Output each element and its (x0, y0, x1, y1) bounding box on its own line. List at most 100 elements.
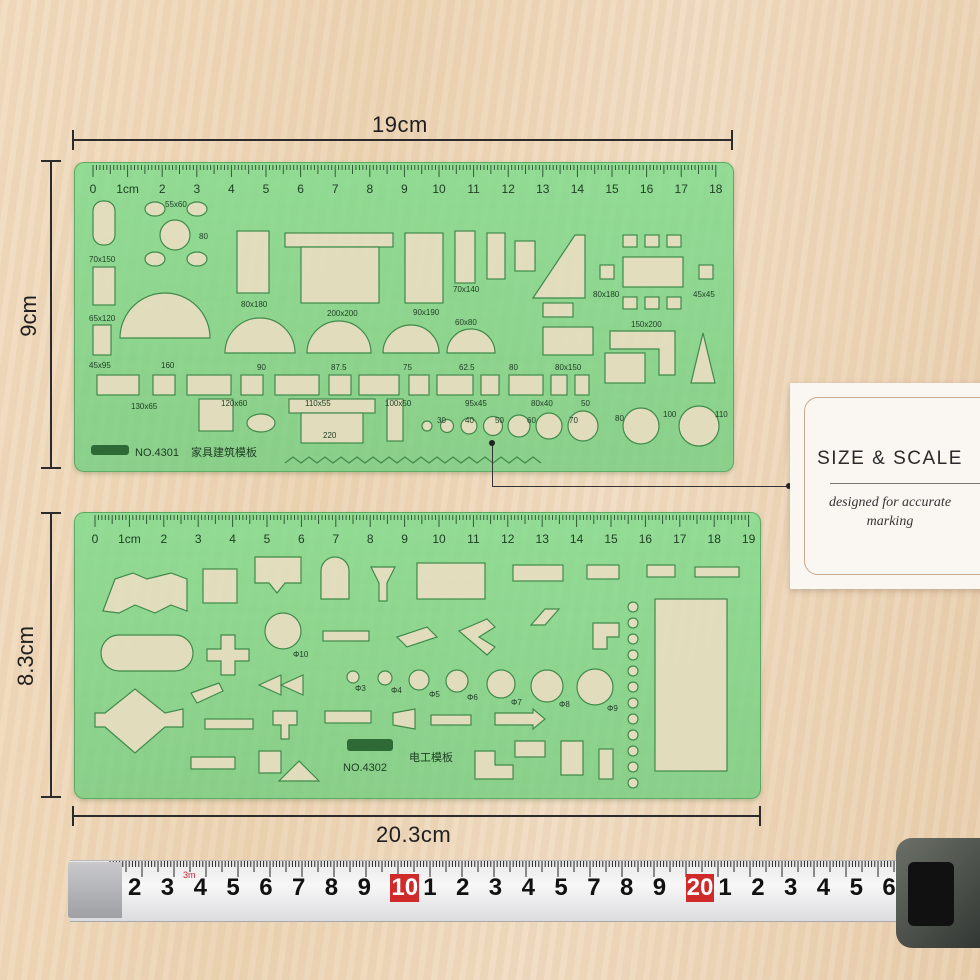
top-width-tick-left (72, 130, 74, 150)
label-110: 110 (715, 410, 728, 419)
callout-dot-end (786, 483, 792, 489)
label-80x180: 80x180 (241, 300, 268, 309)
label-160: 160 (161, 361, 175, 370)
card-divider (830, 483, 980, 484)
label-200x200: 200x200 (327, 309, 358, 318)
stencil-name: 家具建筑模板 (191, 445, 257, 459)
top-ruler-number: 0 (90, 182, 97, 196)
top-ruler-number: 11 (467, 182, 480, 196)
bottom-ruler-number: 18 (708, 532, 722, 546)
tape-number: 20 (685, 874, 715, 902)
label-40: 40 (465, 416, 474, 425)
tape-number: 10 (390, 874, 420, 902)
callout-line-horizontal (492, 486, 789, 488)
label-phi4: Φ4 (391, 686, 402, 695)
tape-number: 4 (193, 874, 207, 901)
brand-logo-bottom (347, 739, 393, 751)
label-80: 80 (199, 232, 208, 241)
bottom-ruler-number: 14 (570, 532, 584, 546)
label-100: 100 (663, 410, 677, 419)
label-220: 220 (323, 431, 337, 440)
label-80x150: 80x150 (555, 363, 582, 372)
bottom-ruler-number: 2 (160, 532, 167, 546)
top-ruler-number: 6 (297, 182, 304, 196)
bottom-height-line (50, 512, 52, 797)
label-phi3: Φ3 (355, 684, 366, 693)
card-subtitle-line1: designed for accurate (828, 495, 952, 510)
electrical-labels: Φ10 Φ3 Φ4 Φ5 Φ6 Φ7 Φ8 Φ9 NO.4302 电工模板 (293, 650, 618, 774)
bottom-ruler-number: 10 (432, 532, 446, 546)
top-height-tick-bottom (41, 467, 61, 469)
top-ruler-number: 1cm (116, 182, 139, 196)
tape-number: 7 (587, 874, 601, 901)
tape-number: 1 (718, 874, 732, 901)
label-100x50: 100x50 (385, 399, 412, 408)
tape-case-window (908, 862, 954, 926)
tape-number: 4 (816, 874, 831, 901)
stencil-name-bottom: 电工模板 (409, 750, 453, 764)
label-45x45: 45x45 (693, 290, 715, 299)
tape-number: 9 (652, 874, 667, 901)
tape-number: 2 (751, 874, 765, 901)
tape-small-mark: 3m (183, 870, 196, 880)
label-87-5: 87.5 (331, 363, 347, 372)
tape-number: 6 (259, 874, 273, 901)
top-height-label: 9cm (15, 295, 41, 337)
card-frame (804, 397, 980, 575)
top-ruler-number: 14 (571, 182, 585, 196)
top-height-tick-top (41, 160, 61, 162)
tape-ticks (109, 861, 898, 877)
card-subtitle: designed for accurate marking (790, 493, 980, 531)
tape-number: 5 (554, 874, 568, 901)
bottom-height-tick-top (41, 512, 61, 514)
bottom-ruler-number: 15 (604, 532, 618, 546)
label-45x95: 45x95 (89, 361, 111, 370)
tape-number: 4 (521, 874, 535, 901)
tape-hook (68, 862, 122, 918)
card-subtitle-line2: marking (866, 514, 914, 529)
model-number: NO.4301 (135, 447, 179, 459)
label-75: 75 (403, 363, 412, 372)
electrical-cutouts (94, 556, 740, 789)
label-30: 30 (437, 416, 446, 425)
top-ruler-number: 5 (263, 182, 270, 196)
brand-logo (91, 445, 129, 455)
label-phi7: Φ7 (511, 698, 522, 707)
furniture-cutouts (92, 200, 720, 447)
bottom-ruler-number: 13 (536, 532, 550, 546)
bottom-height-label: 8.3cm (12, 626, 38, 686)
label-90x190: 90x190 (413, 308, 440, 317)
label-50: 50 (495, 416, 504, 425)
label-80x40: 80x40 (531, 399, 553, 408)
top-ruler-number: 3 (193, 182, 200, 196)
tape-number: 7 (292, 874, 306, 901)
bottom-ruler-number: 7 (332, 532, 339, 546)
label-70x150: 70x150 (89, 255, 116, 264)
label-95x45: 95x45 (465, 399, 487, 408)
tape-number: 9 (357, 874, 371, 901)
label-65x120: 65x120 (89, 314, 116, 323)
top-ruler-number: 12 (502, 182, 516, 196)
tape-number: 8 (324, 874, 339, 901)
label-phi10: Φ10 (293, 650, 309, 659)
label-55x60: 55x60 (165, 200, 187, 209)
top-height-line (50, 160, 52, 468)
tape-number: 3 (160, 874, 175, 901)
label-80-b: 80 (509, 363, 518, 372)
tape-number: 1 (423, 874, 437, 901)
furniture-labels: 55x60 80 70x150 65x120 45x95 160 80x180 … (89, 200, 728, 459)
top-ruler-number: 9 (401, 182, 408, 196)
tape-number: 3 (488, 874, 503, 901)
bottom-ruler-number: 5 (264, 532, 271, 546)
bottom-ruler-number: 16 (639, 532, 653, 546)
bottom-ruler-number: 3 (195, 532, 202, 546)
top-ruler-number: 18 (709, 182, 723, 196)
bottom-ruler-number: 6 (298, 532, 305, 546)
label-50-a: 50 (581, 399, 590, 408)
info-card: SIZE & SCALE designed for accurate marki… (790, 383, 980, 589)
bottom-height-tick-bottom (41, 796, 61, 798)
tape-number: 2 (456, 874, 470, 901)
label-phi6: Φ6 (467, 693, 478, 702)
top-ruler-number: 13 (536, 182, 550, 196)
